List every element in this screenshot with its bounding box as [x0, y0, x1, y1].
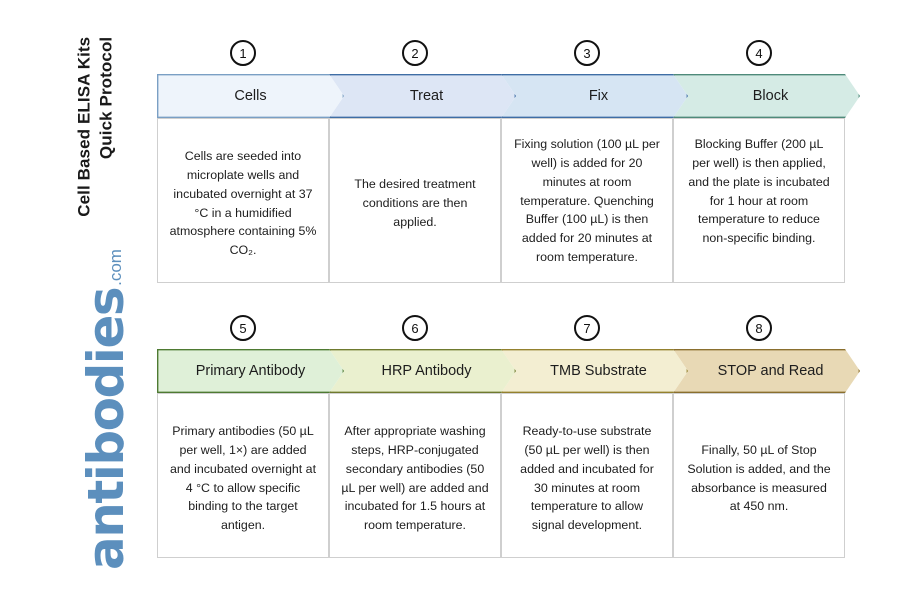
description-band: Cells are seeded into microplate wells a… [157, 118, 845, 283]
step-description-text: Ready-to-use substrate (50 µL per well) … [520, 423, 654, 533]
step-description-8: Finally, 50 µL of Stop Solution is added… [673, 393, 845, 558]
step-chevron-8[interactable]: STOP and Read [673, 349, 860, 393]
step-number-6: 6 [402, 315, 428, 341]
step-label-2: Treat [409, 88, 444, 104]
step-description-3: Fixing solution (100 µL per well) is add… [501, 118, 673, 283]
step-description-text: Cells are seeded into microplate wells a… [169, 148, 317, 258]
brand-name: antibodies [76, 287, 135, 570]
brand-logo: antibodies .com [70, 249, 135, 570]
step-chevron-1[interactable]: Cells [157, 74, 344, 118]
step-label-4: Block [752, 88, 789, 104]
step-description-6: After appropriate washing steps, HRP-con… [329, 393, 501, 558]
step-chevron-2[interactable]: Treat [329, 74, 516, 118]
protocol-row-1: 1 2 3 4 Cells Treat Fix Block Cells are seeded… [157, 36, 845, 283]
step-chevron-4[interactable]: Block [673, 74, 860, 118]
chevron-band: Cells Treat Fix Block [157, 74, 845, 118]
step-label-8: STOP and Read [717, 363, 824, 379]
step-number-3: 3 [574, 40, 600, 66]
step-chevron-3[interactable]: Fix [501, 74, 688, 118]
description-band: Primary antibodies (50 µL per well, 1×) … [157, 393, 845, 558]
step-number-8: 8 [746, 315, 772, 341]
chevron-band: Primary Antibody HRP Antibody TMB Substrat… [157, 349, 845, 393]
step-description-5: Primary antibodies (50 µL per well, 1×) … [157, 393, 329, 558]
brand-tld: .com [106, 249, 125, 286]
step-chevron-5[interactable]: Primary Antibody [157, 349, 344, 393]
step-description-1: Cells are seeded into microplate wells a… [157, 118, 329, 283]
step-description-4: Blocking Buffer (200 µL per well) is the… [673, 118, 845, 283]
step-description-text: Finally, 50 µL of Stop Solution is added… [687, 442, 831, 514]
step-description-text: Blocking Buffer (200 µL per well) is the… [688, 137, 830, 246]
step-label-1: Cells [234, 88, 267, 104]
step-number-5: 5 [230, 315, 256, 341]
step-label-5: Primary Antibody [195, 363, 306, 379]
step-description-text: The desired treatment conditions are the… [354, 177, 476, 229]
step-label-3: Fix [588, 88, 609, 104]
step-label-6: HRP Antibody [381, 363, 472, 379]
step-number-2: 2 [402, 40, 428, 66]
step-chevron-7[interactable]: TMB Substrate [501, 349, 688, 393]
step-description-2: The desired treatment conditions are the… [329, 118, 501, 283]
step-description-text: Fixing solution (100 µL per well) is add… [514, 137, 660, 265]
step-label-7: TMB Substrate [550, 363, 647, 379]
step-number-7: 7 [574, 315, 600, 341]
step-number-track: 5 6 7 8 [157, 311, 845, 349]
protocol-row-2: 5 6 7 8 Primary Antibody HRP Antibody TMB Sub… [157, 311, 845, 558]
step-number-1: 1 [230, 40, 256, 66]
step-description-7: Ready-to-use substrate (50 µL per well) … [501, 393, 673, 558]
step-number-track: 1 2 3 4 [157, 36, 845, 74]
step-description-text: Primary antibodies (50 µL per well, 1×) … [169, 423, 317, 533]
step-description-text: After appropriate washing steps, HRP-con… [341, 423, 489, 533]
step-number-4: 4 [746, 40, 772, 66]
step-chevron-6[interactable]: HRP Antibody [329, 349, 516, 393]
